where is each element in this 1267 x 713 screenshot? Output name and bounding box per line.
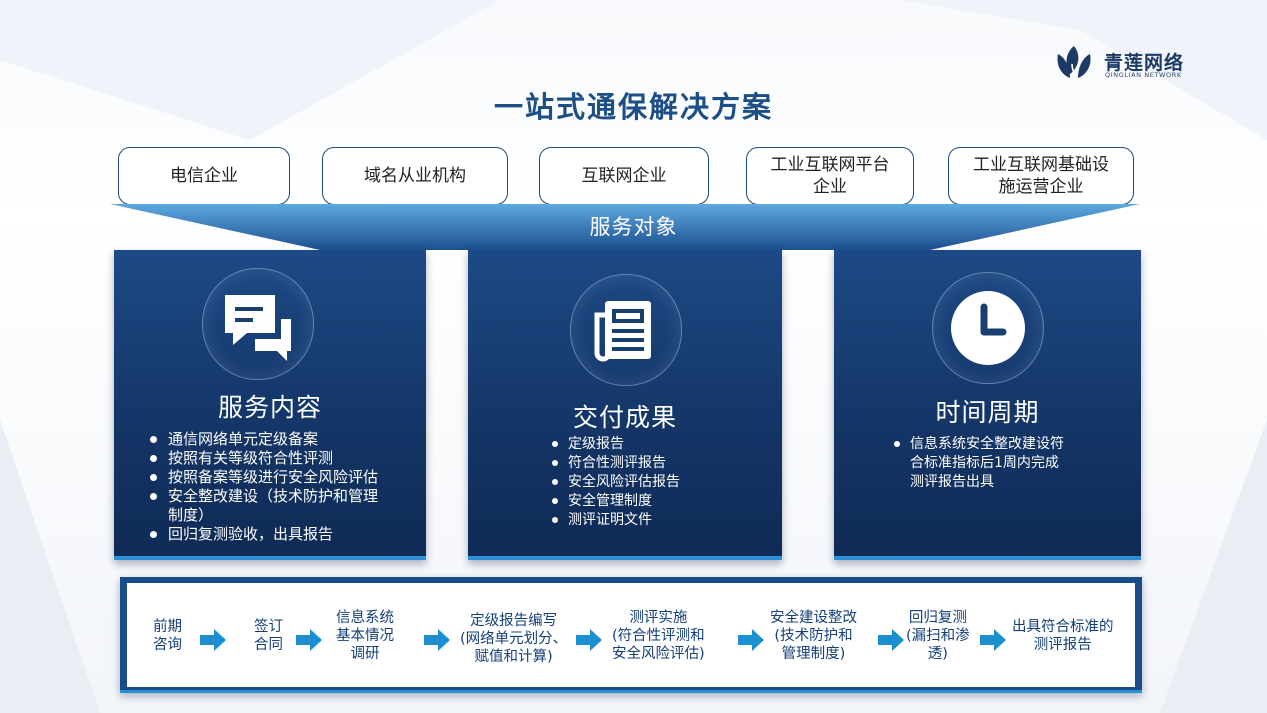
target-label: 电信企业	[170, 166, 238, 186]
list-item: 按照备案等级进行安全风险评估	[148, 468, 378, 487]
target-internet: 互联网企业	[539, 147, 709, 205]
arrow-right-icon	[878, 629, 904, 651]
funnel-banner	[110, 204, 1140, 250]
process-step-retest: 回归复测(漏扫和渗透)	[906, 610, 970, 662]
list-item: 符合性测评报告	[550, 454, 680, 473]
process-step-final-report: 出具符合标准的测评报告	[1012, 619, 1114, 653]
list-item: 按照有关等级符合性评测	[148, 449, 378, 468]
process-step-assessment: 测评实施(符合性评测和安全风险评估)	[612, 610, 705, 662]
list-item: 安全整改建设（技术防护和管理制度）	[148, 487, 378, 525]
page-title: 一站式通保解决方案	[493, 90, 773, 124]
process-step-consult: 前期咨询	[153, 619, 182, 653]
process-step-contract: 签订合同	[254, 619, 283, 653]
service-target-label: 服务对象	[589, 215, 678, 239]
arrow-right-icon	[296, 629, 322, 651]
logo-name: 青莲网络	[1104, 52, 1185, 74]
chat-bubbles-icon	[202, 268, 314, 380]
arrow-right-icon	[980, 629, 1006, 651]
target-label: 工业互联网基础设施运营企业	[973, 155, 1109, 197]
logo-subtitle: QINGLIAN NETWORK	[1105, 71, 1182, 79]
arrow-right-icon	[200, 629, 226, 651]
process-step-grading-report: 定级报告编写(网络单元划分、赋值和计算)	[460, 613, 568, 665]
arrow-right-icon	[738, 629, 764, 651]
target-label: 工业互联网平台企业	[770, 155, 890, 197]
panel-service-content: 服务内容 通信网络单元定级备案 按照有关等级符合性评测 按照备案等级进行安全风险…	[114, 250, 426, 560]
target-industrial-infrastructure: 工业互联网基础设施运营企业	[948, 147, 1134, 205]
process-flow-box	[120, 577, 1142, 693]
arrow-right-icon	[424, 629, 450, 651]
process-step-rectification: 安全建设整改(技术防护和管理制度)	[770, 610, 857, 662]
lotus-logo-icon	[1057, 46, 1091, 78]
target-telecom: 电信企业	[118, 147, 290, 205]
panel-title: 时间周期	[935, 398, 1040, 427]
list-item: 信息系统安全整改建设符合标准指标后1周内完成测评报告出具	[892, 435, 1064, 492]
target-label: 域名从业机构	[364, 166, 466, 186]
panel-time-period: 时间周期 信息系统安全整改建设符合标准指标后1周内完成测评报告出具	[834, 250, 1141, 560]
target-label: 互联网企业	[581, 166, 667, 186]
list-item: 回归复测验收，出具报告	[148, 525, 378, 544]
target-domain-agency: 域名从业机构	[322, 147, 508, 205]
service-content-list: 通信网络单元定级备案 按照有关等级符合性评测 按照备案等级进行安全风险评估 安全…	[148, 430, 378, 544]
clock-icon	[932, 272, 1044, 384]
list-item: 定级报告	[550, 435, 680, 454]
company-logo: 青莲网络 QINGLIAN NETWORK	[1050, 42, 1210, 82]
process-step-survey: 信息系统基本情况调研	[336, 610, 394, 662]
list-item: 测评证明文件	[550, 511, 680, 530]
panel-title: 服务内容	[217, 393, 322, 422]
panel-deliverables: 交付成果 定级报告 符合性测评报告 安全风险评估报告 安全管理制度 测评证明文件	[468, 250, 782, 560]
list-item: 安全管理制度	[550, 492, 680, 511]
arrow-right-icon	[576, 629, 602, 651]
list-item: 通信网络单元定级备案	[148, 430, 378, 449]
panel-title: 交付成果	[572, 403, 677, 432]
newspaper-icon	[570, 274, 682, 386]
list-item: 安全风险评估报告	[550, 473, 680, 492]
deliverables-list: 定级报告 符合性测评报告 安全风险评估报告 安全管理制度 测评证明文件	[550, 435, 680, 530]
target-industrial-platform: 工业互联网平台企业	[746, 147, 914, 205]
time-period-list: 信息系统安全整改建设符合标准指标后1周内完成测评报告出具	[892, 435, 1064, 492]
